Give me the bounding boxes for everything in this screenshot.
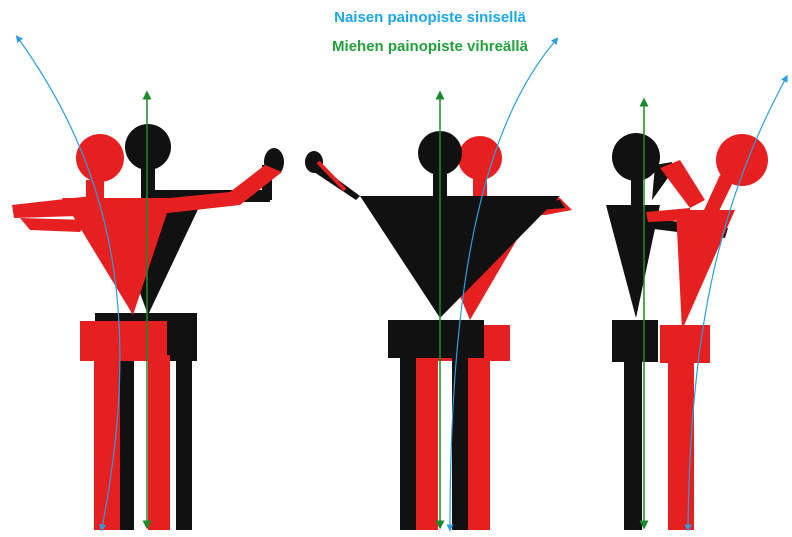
pose-3	[606, 78, 786, 530]
woman-figure	[646, 134, 768, 530]
pose-2	[305, 40, 572, 530]
pose-1	[12, 38, 284, 530]
